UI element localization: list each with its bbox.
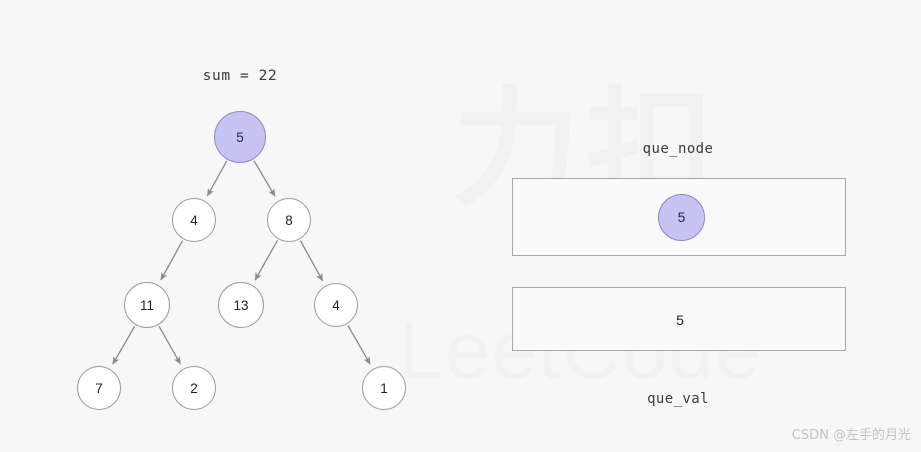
que-val-box[interactable]: 5 [512,287,846,351]
tree-edge [253,160,276,197]
tree-edge [206,160,228,197]
tree-node-4[interactable]: 4 [314,283,358,327]
que-node-item: 5 [658,194,705,241]
tree-node-8[interactable]: 8 [267,198,311,242]
tree-edge [299,240,324,282]
tree-edges [112,160,371,365]
tree-edge [112,325,136,365]
que-val-item: 5 [676,312,684,328]
tree-edge [160,240,184,281]
tree-node-11[interactable]: 11 [124,282,170,328]
csdn-author-footer: CSDN @左手的月光 [791,428,911,443]
que-node-box[interactable]: 5 [512,178,846,256]
tree-node-4[interactable]: 4 [172,198,216,242]
tree-edge [347,325,371,365]
tree-edge [158,325,182,365]
tree-node-13[interactable]: 13 [218,282,264,328]
tree-node-5[interactable]: 5 [214,111,266,163]
que-node-label: que_node [642,141,714,157]
tree-node-1[interactable]: 1 [362,366,406,410]
tree-node-7[interactable]: 7 [77,366,121,410]
tree-sum-title: sum = 22 [202,68,278,84]
tree-edge [254,240,279,281]
que-val-label: que_val [647,391,709,407]
tree-node-2[interactable]: 2 [172,366,216,410]
